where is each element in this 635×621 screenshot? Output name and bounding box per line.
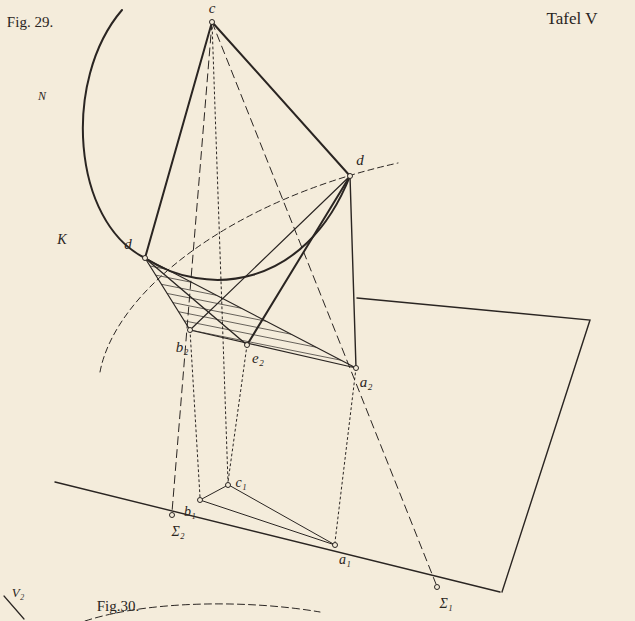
figure-label: e₂ [252, 351, 264, 366]
figure-label: b₁ [184, 505, 196, 519]
figure-label: N [38, 90, 46, 102]
figure-label: c₁ [235, 476, 246, 490]
figure-label: c [209, 1, 216, 16]
figure-label: Fig. 29. [7, 15, 53, 30]
figure-label: b₂ [176, 340, 189, 355]
figure-label: V₂ [12, 586, 24, 599]
figure-label: a₁ [339, 553, 351, 567]
figure-label: d [124, 237, 132, 252]
figure-label: K [57, 233, 66, 247]
figure-label: Fig.30. [97, 599, 140, 614]
figure-label: Σ₁ [439, 597, 452, 611]
figure-label: a₂ [360, 375, 373, 390]
figure-label: Σ₂ [171, 525, 184, 539]
figure-label: d [356, 153, 364, 168]
figure-label: Tafel V [547, 10, 598, 27]
